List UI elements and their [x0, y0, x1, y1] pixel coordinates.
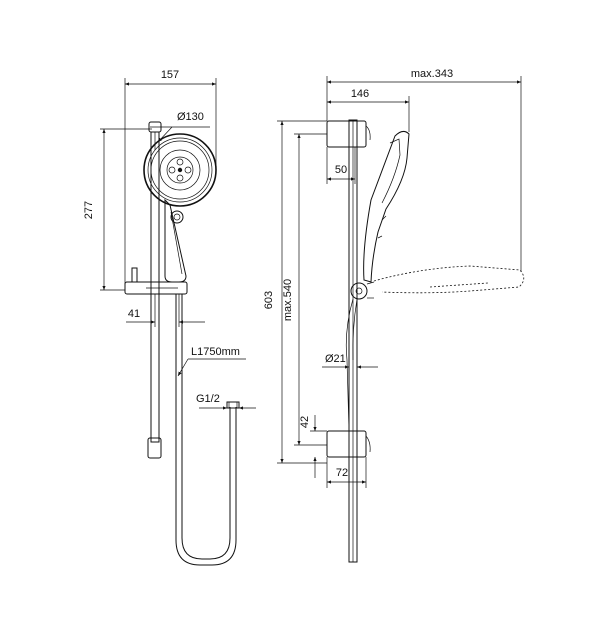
dim-width-157: 157	[124, 69, 217, 290]
dim-rail-21: Ø21	[322, 353, 378, 369]
depth-146-label: 146	[351, 88, 369, 100]
dim-head-diameter: Ø130	[150, 111, 210, 143]
height-603-label: 603	[263, 291, 275, 309]
head-diameter-label: Ø130	[177, 111, 204, 123]
front-shower-head	[143, 133, 217, 207]
side-view: max.343 146 50 603 max.540	[263, 68, 525, 563]
side-hand-shower-rotated	[373, 265, 525, 294]
dim-projection-343: max.343	[326, 68, 522, 272]
front-holder	[124, 267, 188, 295]
front-hose	[175, 294, 240, 566]
side-hand-shower	[363, 130, 410, 283]
dim-bracket-42: 42	[299, 415, 327, 478]
bracket-42-label: 42	[299, 416, 311, 428]
dim-height-603: 603	[263, 120, 327, 464]
hose-length-label: L1750mm	[191, 346, 240, 358]
width-157-label: 157	[161, 69, 179, 81]
dim-height-277: 277	[83, 128, 152, 291]
hose-thread-label: G1/2	[196, 393, 220, 405]
dim-hose-thread: G1/2	[196, 393, 256, 410]
dim-depth-146: 146	[327, 88, 410, 132]
front-view: 157 Ø130 277 41 L1750mm	[83, 69, 256, 566]
offset-41-label: 41	[128, 308, 140, 320]
dim-offset-41: 41	[126, 294, 205, 327]
dim-bracket-50: 50	[326, 147, 356, 184]
side-holder-knob	[350, 281, 375, 300]
projection-343-label: max.343	[411, 68, 453, 80]
front-handle	[164, 198, 187, 283]
dim-hose-length: L1750mm	[177, 346, 246, 377]
bracket-72-label: 72	[336, 467, 348, 479]
dim-bracket-72: 72	[326, 457, 367, 488]
dim-slide-540: max.540	[282, 133, 327, 446]
rail-21-label: Ø21	[325, 353, 346, 365]
bracket-50-label: 50	[335, 164, 347, 176]
height-277-label: 277	[83, 201, 95, 219]
side-hose	[345, 298, 358, 431]
front-slide-rail	[147, 121, 162, 459]
side-bottom-bracket	[326, 430, 371, 458]
slide-540-label: max.540	[282, 279, 294, 321]
